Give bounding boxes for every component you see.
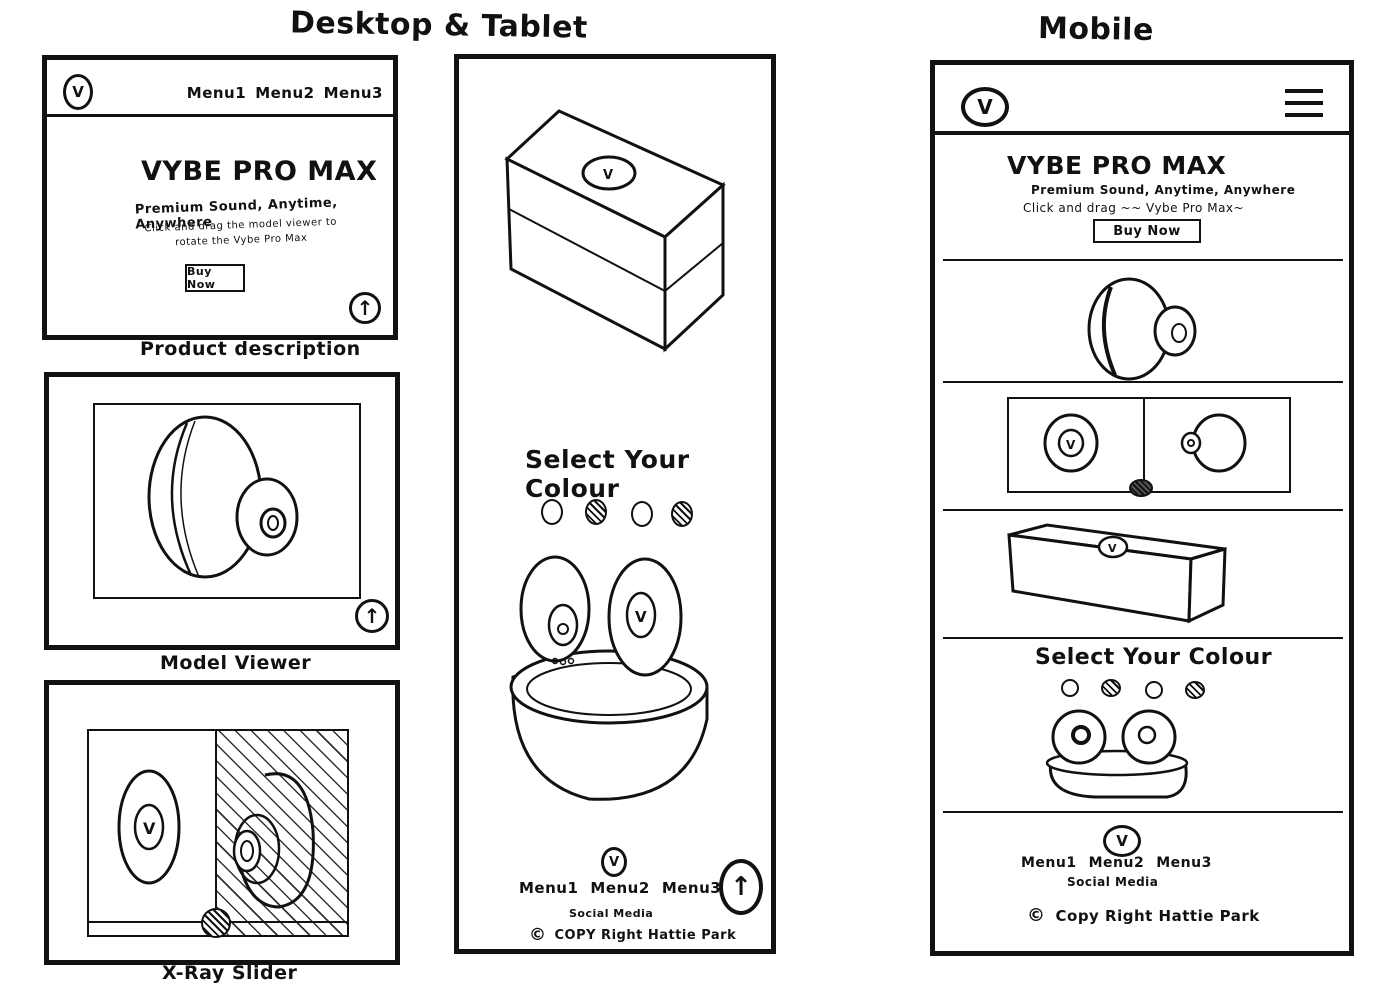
xray-earbud-icon: V (117, 769, 315, 909)
mobile-buy-now-button[interactable]: Buy Now (1093, 219, 1201, 243)
svg-text:V: V (1108, 542, 1117, 555)
mobile-footer-menu2[interactable]: Menu2 (1088, 855, 1145, 871)
mobile-colour-swatch-4[interactable] (1185, 681, 1205, 699)
header-divider (47, 114, 393, 117)
mobile-hero-instruction: Click and drag ~~ Vybe Pro Max~ (1023, 201, 1245, 215)
mobile-header-divider (935, 131, 1349, 135)
footer-copyright: © COPY Right Hattie Park (529, 925, 736, 945)
xray-slider-frame: V (44, 680, 400, 965)
mobile-copyright-icon: © (1027, 905, 1046, 926)
colour-swatch-2[interactable] (585, 499, 607, 525)
mobile-footer-menu3[interactable]: Menu3 (1156, 855, 1212, 871)
tablet-up-arrow-icon[interactable]: ↑ (719, 859, 763, 915)
mobile-xray-handle[interactable] (1129, 479, 1153, 497)
svg-text:V: V (635, 608, 647, 626)
xray-divider (215, 731, 217, 935)
earbud-model-icon (147, 415, 299, 579)
buy-now-button[interactable]: Buy Now (185, 264, 245, 292)
footer-menu1[interactable]: Menu1 (519, 879, 579, 897)
nav-menu3[interactable]: Menu3 (323, 84, 383, 102)
mobile-heading: Mobile (1037, 10, 1155, 49)
top-nav: Menu1 Menu2 Menu3 (178, 84, 383, 102)
colour-swatch-4[interactable] (671, 501, 693, 527)
scroll-up-arrow-icon[interactable]: ↑ (349, 292, 381, 324)
tablet-column-frame: V Select Your Colour V V Menu1 Menu2 Men… (454, 54, 776, 954)
mobile-footer-logo-icon[interactable]: V (1103, 825, 1141, 857)
model-viewer-up-arrow-icon[interactable]: ↑ (355, 599, 389, 633)
mobile-xray-earbuds-icon: V (1043, 413, 1247, 473)
colour-swatch-3[interactable] (631, 501, 653, 527)
mobile-divider-4 (943, 637, 1343, 639)
model-viewer-caption: Model Viewer (160, 652, 312, 674)
desktop-tablet-heading: Desktop & Tablet (289, 5, 589, 46)
footer-menu3[interactable]: Menu3 (661, 879, 722, 897)
nav-menu2[interactable]: Menu2 (255, 84, 315, 102)
footer-nav: Menu1 Menu2 Menu3 (519, 879, 721, 897)
mobile-footer-copyright: © Copy Right Hattie Park (1027, 905, 1260, 926)
earbuds-in-case-icon: V (509, 555, 709, 801)
hero-title: VYBE PRO MAX (141, 156, 378, 187)
footer-social-media[interactable]: Social Media (569, 907, 654, 920)
svg-text:V: V (143, 819, 156, 838)
model-viewer-canvas[interactable] (93, 403, 361, 599)
xray-canvas[interactable]: V (87, 729, 349, 937)
mobile-frame: V VYBE PRO MAX Premium Sound, Anytime, A… (930, 60, 1354, 956)
mobile-select-colour-title: Select Your Colour (1035, 645, 1273, 670)
hamburger-icon[interactable] (1285, 87, 1323, 119)
mobile-product-box-icon: V (1007, 523, 1227, 624)
logo-icon[interactable]: V (63, 74, 93, 110)
footer-menu2[interactable]: Menu2 (590, 879, 650, 897)
svg-text:V: V (1066, 438, 1076, 452)
mobile-copyright-text: Copy Right Hattie Park (1055, 906, 1260, 925)
colour-swatch-1[interactable] (541, 499, 563, 525)
mobile-hero-title: VYBE PRO MAX (1007, 151, 1227, 180)
mobile-colour-swatch-2[interactable] (1101, 679, 1121, 697)
mobile-divider-2 (943, 381, 1343, 383)
footer-logo-icon[interactable]: V (601, 847, 627, 877)
select-colour-title: Select Your Colour (525, 445, 690, 503)
mobile-logo-icon[interactable]: V (961, 87, 1009, 127)
copyright-text: COPY Right Hattie Park (554, 927, 737, 943)
product-box-icon: V (504, 109, 726, 353)
nav-menu1[interactable]: Menu1 (186, 84, 247, 102)
mobile-colour-swatch-3[interactable] (1145, 681, 1163, 699)
svg-text:V: V (603, 168, 613, 183)
mobile-xray-divider (1143, 399, 1145, 491)
mobile-divider-1 (943, 259, 1343, 261)
xray-slider-caption: X-Ray Slider (162, 962, 298, 984)
mobile-colour-swatch-1[interactable] (1061, 679, 1079, 697)
product-description-frame: V Menu1 Menu2 Menu3 VYBE PRO MAX Premium… (42, 55, 398, 340)
mobile-divider-3 (943, 509, 1343, 511)
mobile-footer-social-media[interactable]: Social Media (1067, 875, 1159, 889)
model-viewer-frame: ↑ (44, 372, 400, 650)
mobile-footer-nav: Menu1 Menu2 Menu3 (1021, 855, 1212, 871)
mobile-divider-5 (943, 811, 1343, 813)
mobile-earbuds-case-icon (1045, 709, 1189, 799)
hero-instruction: Click and drag the model viewer to rotat… (144, 216, 338, 249)
copyright-icon: © (529, 925, 547, 945)
xray-slider-handle[interactable] (201, 908, 231, 938)
mobile-footer-menu1[interactable]: Menu1 (1021, 855, 1077, 871)
product-description-caption: Product description (140, 338, 361, 360)
mobile-earbud-icon (1087, 277, 1197, 381)
mobile-hero-tagline: Premium Sound, Anytime, Anywhere (1031, 183, 1296, 197)
